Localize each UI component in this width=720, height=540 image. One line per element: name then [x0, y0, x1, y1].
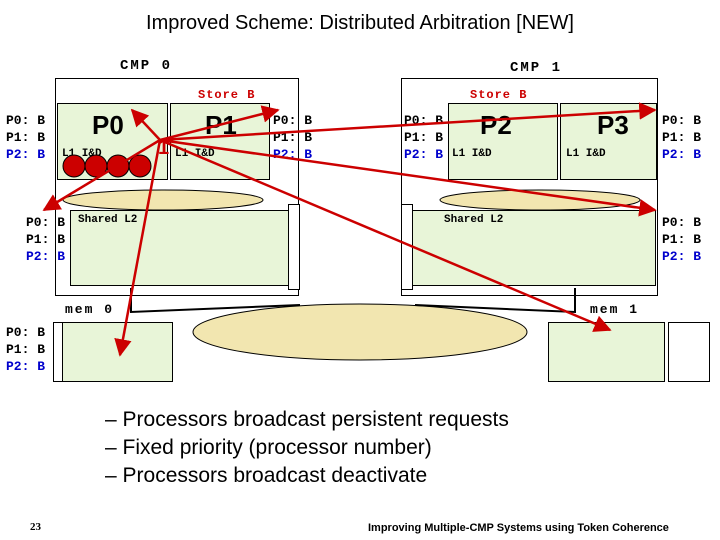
table-row: P1: B	[6, 130, 46, 145]
p2-label: P2	[480, 110, 512, 140]
list-item: – Processors broadcast deactivate	[105, 464, 428, 487]
arrow-p2-to-mem1	[159, 138, 612, 332]
arrow-p2-to-p3	[159, 102, 657, 142]
table-p3-right: P0: B P1: B P2: B	[662, 112, 701, 163]
table-row: P0: B	[662, 215, 702, 230]
table-mem-left: P0: B P1: B P2: B	[6, 324, 45, 375]
table-row: P1: B	[662, 232, 702, 247]
table-row: P2: B	[662, 249, 702, 264]
mem0-box	[53, 322, 173, 382]
table-row: P0: B	[662, 113, 702, 128]
cmp0-l2-divider	[288, 204, 300, 290]
table-row: P1: B	[26, 232, 66, 247]
table-row: P1: B	[662, 130, 702, 145]
cmp1-store-label: Store B	[470, 88, 528, 102]
table-row: P0: B	[6, 325, 46, 340]
table-row: P2: B	[26, 249, 66, 264]
p2-l1-label: L1 I&D	[452, 148, 492, 160]
cmp0-l2-box	[70, 210, 290, 286]
token	[62, 154, 86, 178]
list-item: – Fixed priority (processor number)	[105, 436, 432, 459]
mem1-box	[548, 322, 665, 382]
mem0-divider	[53, 322, 63, 382]
cmp0-interconnect-ellipse	[62, 189, 264, 211]
table-row: P1: B	[404, 130, 444, 145]
table-p0-left: P0: B P1: B P2: B	[6, 112, 45, 163]
mem1-divider	[668, 322, 710, 382]
table-row: P0: B	[273, 113, 313, 128]
table-row: P1: B	[6, 342, 46, 357]
arrow-p2-to-p0	[130, 108, 161, 141]
arrow-p2-to-l2-left	[42, 138, 161, 212]
cmp1-label: CMP 1	[510, 60, 563, 76]
cmp0-label: CMP 0	[120, 58, 173, 74]
arrow-p2-to-p1	[159, 105, 280, 142]
slide-title: Improved Scheme: Distributed Arbitration…	[146, 12, 574, 34]
cmp0-l2-label: Shared L2	[78, 214, 138, 226]
list-item: – Processors broadcast persistent reques…	[105, 408, 509, 431]
token	[128, 154, 152, 178]
p3-label: P3	[597, 110, 629, 140]
token-group	[62, 154, 152, 178]
global-interconnect-ellipse	[192, 303, 528, 361]
cmp1-l2-box	[404, 210, 656, 286]
table-l2-left: P0: B P1: B P2: B	[26, 214, 65, 265]
table-l2-right: P0: B P1: B P2: B	[662, 214, 701, 265]
mem1-connector	[414, 288, 576, 314]
request-arrows	[42, 102, 657, 357]
table-row: P0: B	[26, 215, 66, 230]
arrow-p2-to-mem0	[114, 139, 162, 357]
table-row: P2: B	[404, 147, 444, 162]
bullet-list: – Processors broadcast persistent reques…	[105, 406, 509, 490]
page-number: 23	[30, 521, 41, 533]
cmp0-store-label: Store B	[198, 88, 256, 102]
p0-label: P0	[92, 110, 124, 140]
table-row: P0: B	[6, 113, 46, 128]
cmp1-l2-label: Shared L2	[444, 214, 504, 226]
footer-text: Improving Multiple-CMP Systems using Tok…	[368, 522, 669, 534]
mem0-label: mem 0	[65, 302, 115, 317]
p3-l1-label: L1 I&D	[566, 148, 606, 160]
table-row: P2: B	[662, 147, 702, 162]
cmp0-box	[55, 78, 299, 296]
step-marker: 1	[158, 137, 170, 159]
table-row: P2: B	[6, 147, 46, 162]
mem1-label: mem 1	[590, 302, 640, 317]
arrow-p2-to-l2-right	[159, 138, 657, 217]
table-row: P2: B	[6, 359, 46, 374]
